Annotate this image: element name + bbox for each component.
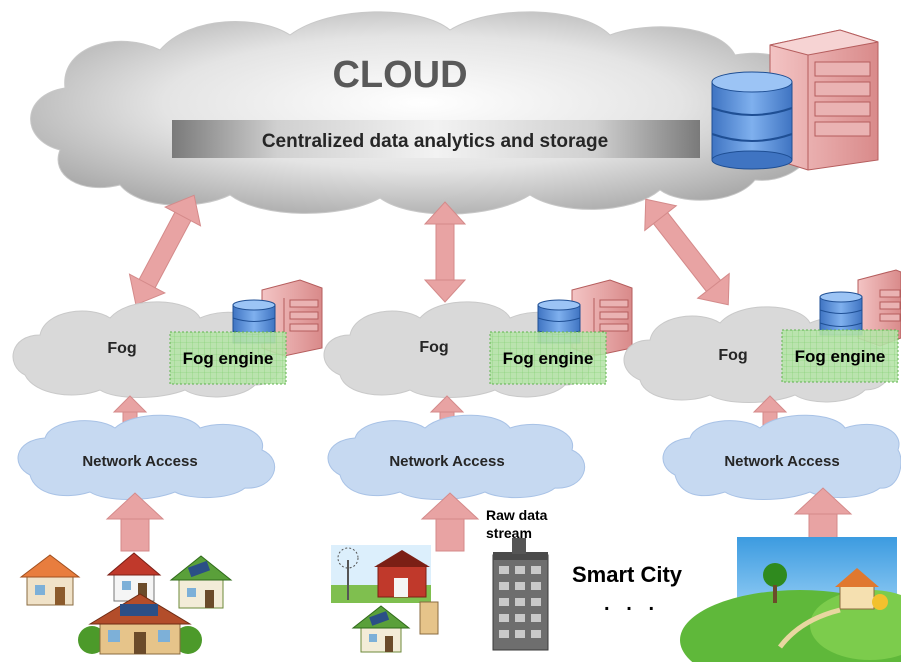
green-house-icon bbox=[351, 605, 411, 653]
access-cloud bbox=[327, 414, 586, 500]
fog-label: Fog bbox=[419, 339, 448, 356]
fog-node-2: Fog Fog engine bbox=[323, 279, 633, 398]
windmill-icon bbox=[337, 547, 359, 600]
double-arrow-center bbox=[423, 201, 467, 303]
cloud-database-icon bbox=[711, 71, 793, 170]
fog-engine-label: Fog engine bbox=[183, 349, 274, 368]
access-cloud bbox=[17, 414, 276, 500]
up-arrow-left bbox=[105, 492, 165, 552]
double-arrow-right bbox=[644, 198, 730, 306]
fog-node-3: Fog Fog engine bbox=[623, 269, 901, 403]
cloud-title: CLOUD bbox=[332, 54, 467, 96]
double-arrow-left bbox=[128, 194, 202, 306]
network-access-label: Network Access bbox=[724, 453, 839, 470]
network-access-label: Network Access bbox=[389, 453, 504, 470]
cloud-layer: CLOUD Centralized data analytics and sto… bbox=[30, 11, 815, 215]
green-house-icon bbox=[169, 555, 233, 609]
cloud-fog-arrows bbox=[128, 194, 730, 306]
large-house-icon bbox=[78, 593, 202, 655]
device-access-arrows bbox=[105, 487, 853, 552]
network-access-2: Network Access bbox=[327, 414, 586, 500]
building-illustration bbox=[492, 538, 549, 651]
network-access-label: Network Access bbox=[82, 453, 197, 470]
cloud-banner-text: Centralized data analytics and storage bbox=[262, 131, 608, 152]
fog-node-1: Fog Fog engine bbox=[12, 279, 323, 398]
fog-engine-label: Fog engine bbox=[795, 347, 886, 366]
up-arrow-center bbox=[420, 492, 480, 552]
access-cloud bbox=[662, 414, 901, 500]
cloud-server-icon bbox=[769, 29, 879, 171]
cloud-shape bbox=[30, 11, 815, 215]
countryside-illustration bbox=[680, 537, 901, 662]
cloud-banner-bar bbox=[172, 120, 700, 158]
ellipsis-label: . . . bbox=[604, 593, 654, 615]
fog-label: Fog bbox=[107, 340, 136, 357]
network-access-3: Network Access bbox=[662, 414, 901, 500]
farm-illustration bbox=[331, 545, 439, 653]
house-icon bbox=[106, 552, 162, 602]
access-fog-arrows bbox=[112, 395, 788, 426]
smart-city-label: Smart City bbox=[572, 562, 683, 587]
houses-illustration bbox=[19, 552, 233, 655]
database-icon bbox=[819, 296, 863, 336]
fog-engine-label: Fog engine bbox=[503, 349, 594, 368]
raw-data-label-line2: stream bbox=[486, 525, 532, 541]
raw-data-label-line1: Raw data bbox=[486, 507, 548, 523]
house-icon bbox=[19, 554, 81, 606]
fog-label: Fog bbox=[718, 347, 747, 364]
network-access-1: Network Access bbox=[17, 414, 276, 500]
